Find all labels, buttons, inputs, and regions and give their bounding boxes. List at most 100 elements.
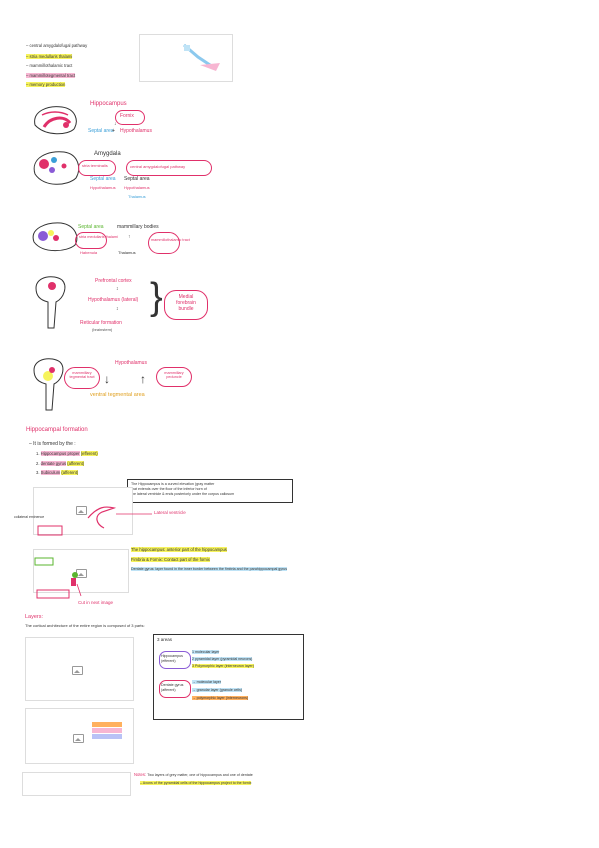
notes-line: – Axons of the pyramidal cells of the hi… — [140, 781, 252, 786]
arrow-down-icon: ↓ — [104, 372, 110, 386]
list-item: 2. dentate gyrus (afferent) — [36, 461, 85, 466]
list-item: 3. Subiculum (afferent) — [36, 470, 79, 475]
mfb-label: Medial forebrain bundle — [176, 294, 196, 312]
notes-title: Notes: — [134, 772, 147, 777]
amy-hypo1-label: Hypothalamus — [90, 185, 116, 190]
mtract-cloud — [64, 367, 100, 389]
layers-box: 3 areas Hippocampus (efferent) 1 molecul… — [153, 634, 304, 720]
image-placeholder-frame — [22, 772, 131, 796]
list-item: – central amygdalofugal pathway — [26, 43, 88, 48]
lateral-ventricle-label: Lateral ventricle — [154, 510, 186, 515]
dg-layer: → molecular layer — [192, 680, 221, 684]
list-text: Subiculum — [40, 470, 61, 475]
list-note: (afferent) — [61, 470, 79, 475]
layer-color-bar — [92, 722, 122, 727]
hypo-lateral-label: Hypothalamus (lateral) — [88, 297, 139, 303]
dg-layer: → polymorphic layer (interneurons) — [192, 696, 249, 700]
mtt-cloud — [148, 232, 180, 254]
list-num: 2. — [36, 461, 40, 466]
list-text: Hippocampus proper — [40, 451, 80, 456]
list-num: 1. — [36, 451, 40, 456]
dg-oval-label: Dentate gyrus (afferent) — [161, 683, 184, 692]
top-figure — [139, 34, 233, 82]
brain-sketch-septal — [32, 222, 78, 252]
central-pathway-label: central amygdalofugal pathway — [130, 164, 186, 169]
stria-medullaris-cloud — [75, 232, 107, 249]
brace-icon: } — [150, 276, 163, 318]
image-placeholder-icon — [73, 734, 84, 743]
central-pathway-cloud — [126, 160, 212, 176]
list-note: (afferent) — [67, 461, 85, 466]
layer-color-bar — [92, 734, 122, 739]
figure-note: The hippocampus: anterior part of the hi… — [131, 547, 227, 552]
brain-sketch-amygdala — [33, 151, 80, 185]
dg-oval — [159, 680, 191, 698]
amy-thal-label: Thalamus — [128, 194, 146, 199]
prefrontal-label: Prefrontal cortex — [95, 278, 132, 284]
ventricle-sketch — [37, 506, 152, 536]
notes-line: Notes: Two layers of grey matter, one of… — [134, 772, 253, 778]
list-text: dentate gyrus — [40, 461, 67, 466]
arrow-up-icon: ↑ — [128, 234, 131, 240]
brainstem-label: (brainstem) — [92, 327, 113, 332]
hippo-oval — [159, 651, 191, 669]
image-placeholder-frame — [33, 487, 133, 535]
note-text: – Axons of the pyramidal cells of the hi… — [140, 781, 252, 785]
list-num: 3. — [36, 470, 40, 475]
cut-sketch — [34, 557, 82, 599]
amy-septal2-label: Septal area — [124, 176, 150, 182]
mfb-cloud — [164, 290, 208, 320]
mpeduncle-cloud — [156, 367, 192, 387]
image-placeholder-icon — [76, 506, 87, 515]
stria-terminalis-cloud — [78, 160, 116, 176]
arrow-up-icon: ↑ — [140, 372, 146, 386]
mammillary-title: mammillary bodies — [117, 224, 159, 230]
figure-label: collateral eminence — [14, 515, 45, 519]
list-item: 1. Hippocampus proper (efferent) — [36, 451, 98, 456]
mtt-label: mammillothalamic tract — [151, 238, 190, 242]
thalamus-label: Thalamus — [118, 250, 136, 255]
layer-color-bar — [92, 728, 122, 733]
figure-note: Fimbria & Fornix: Contact part of the fo… — [131, 557, 210, 562]
hippo-layer: 2 pyramidal layer (pyramidal neurons) — [192, 657, 253, 661]
image-placeholder-frame — [33, 549, 129, 593]
note-line: that extends over the floor of the infer… — [131, 486, 207, 491]
list-item: – mammillothalamic tract — [26, 63, 73, 68]
habenula-label: Habenula — [80, 250, 98, 255]
stria-terminalis-label: stria terminalis — [82, 163, 108, 168]
fornix-cloud — [115, 110, 145, 125]
list-item: – mammillotegmental tract — [26, 73, 76, 78]
dg-layer: → granular layer (granule cells) — [192, 688, 243, 692]
hippocampal-heading: Hippocampal formation — [26, 427, 88, 433]
note-line: the lateral ventricle & ends posteriorly… — [131, 491, 235, 496]
list-item: – stria medullaris thalami — [26, 54, 73, 59]
hippocampus-title: Hippocampus — [90, 101, 127, 107]
arrow-updown-icon: ↕ — [116, 286, 119, 292]
reticular-label: Reticular formation — [80, 320, 122, 326]
hippo-layer: 1 molecular layer — [192, 650, 220, 654]
plus-icon: + — [112, 128, 115, 134]
layers-heading: Layers: — [25, 614, 44, 620]
tract-illustration — [183, 43, 220, 71]
image-placeholder-frame — [25, 637, 134, 701]
note-line: The Hippocampus is a curved elevation (g… — [131, 482, 215, 486]
list-note: (efferent) — [80, 451, 98, 456]
mpeduncle-label: mammillary peduncle — [164, 371, 184, 379]
vta-hypo-title: Hypothalamus — [115, 360, 147, 366]
hippo-oval-label: Hippocampus (efferent) — [161, 654, 183, 663]
septal-area-label: Septal area — [88, 128, 114, 134]
image-placeholder-icon — [72, 666, 83, 675]
vta-label: ventral tegmental area — [90, 392, 145, 398]
image-placeholder-frame — [25, 708, 134, 764]
figure-note: Dentate gyrus: layer found in the inner … — [131, 567, 288, 571]
brain-sketch-vta — [33, 358, 64, 411]
hippocampal-intro: – It is formed by the : — [29, 441, 76, 447]
hippo-layer: 3 Polymorphic layer (interneuron layer) — [192, 664, 254, 668]
hypothalamus-label: Hypothalamus — [120, 128, 152, 134]
stria-medullaris-label: stria medullaris thalami — [79, 235, 118, 239]
arrow-updown-icon: ↕ — [116, 306, 119, 312]
brain-sketch-hippocampus — [34, 106, 77, 135]
layers-box-title: 3 areas — [157, 637, 173, 642]
brain-sketch-mfb — [35, 276, 66, 329]
amy-hypo2-label: Hypothalamus — [124, 185, 150, 190]
